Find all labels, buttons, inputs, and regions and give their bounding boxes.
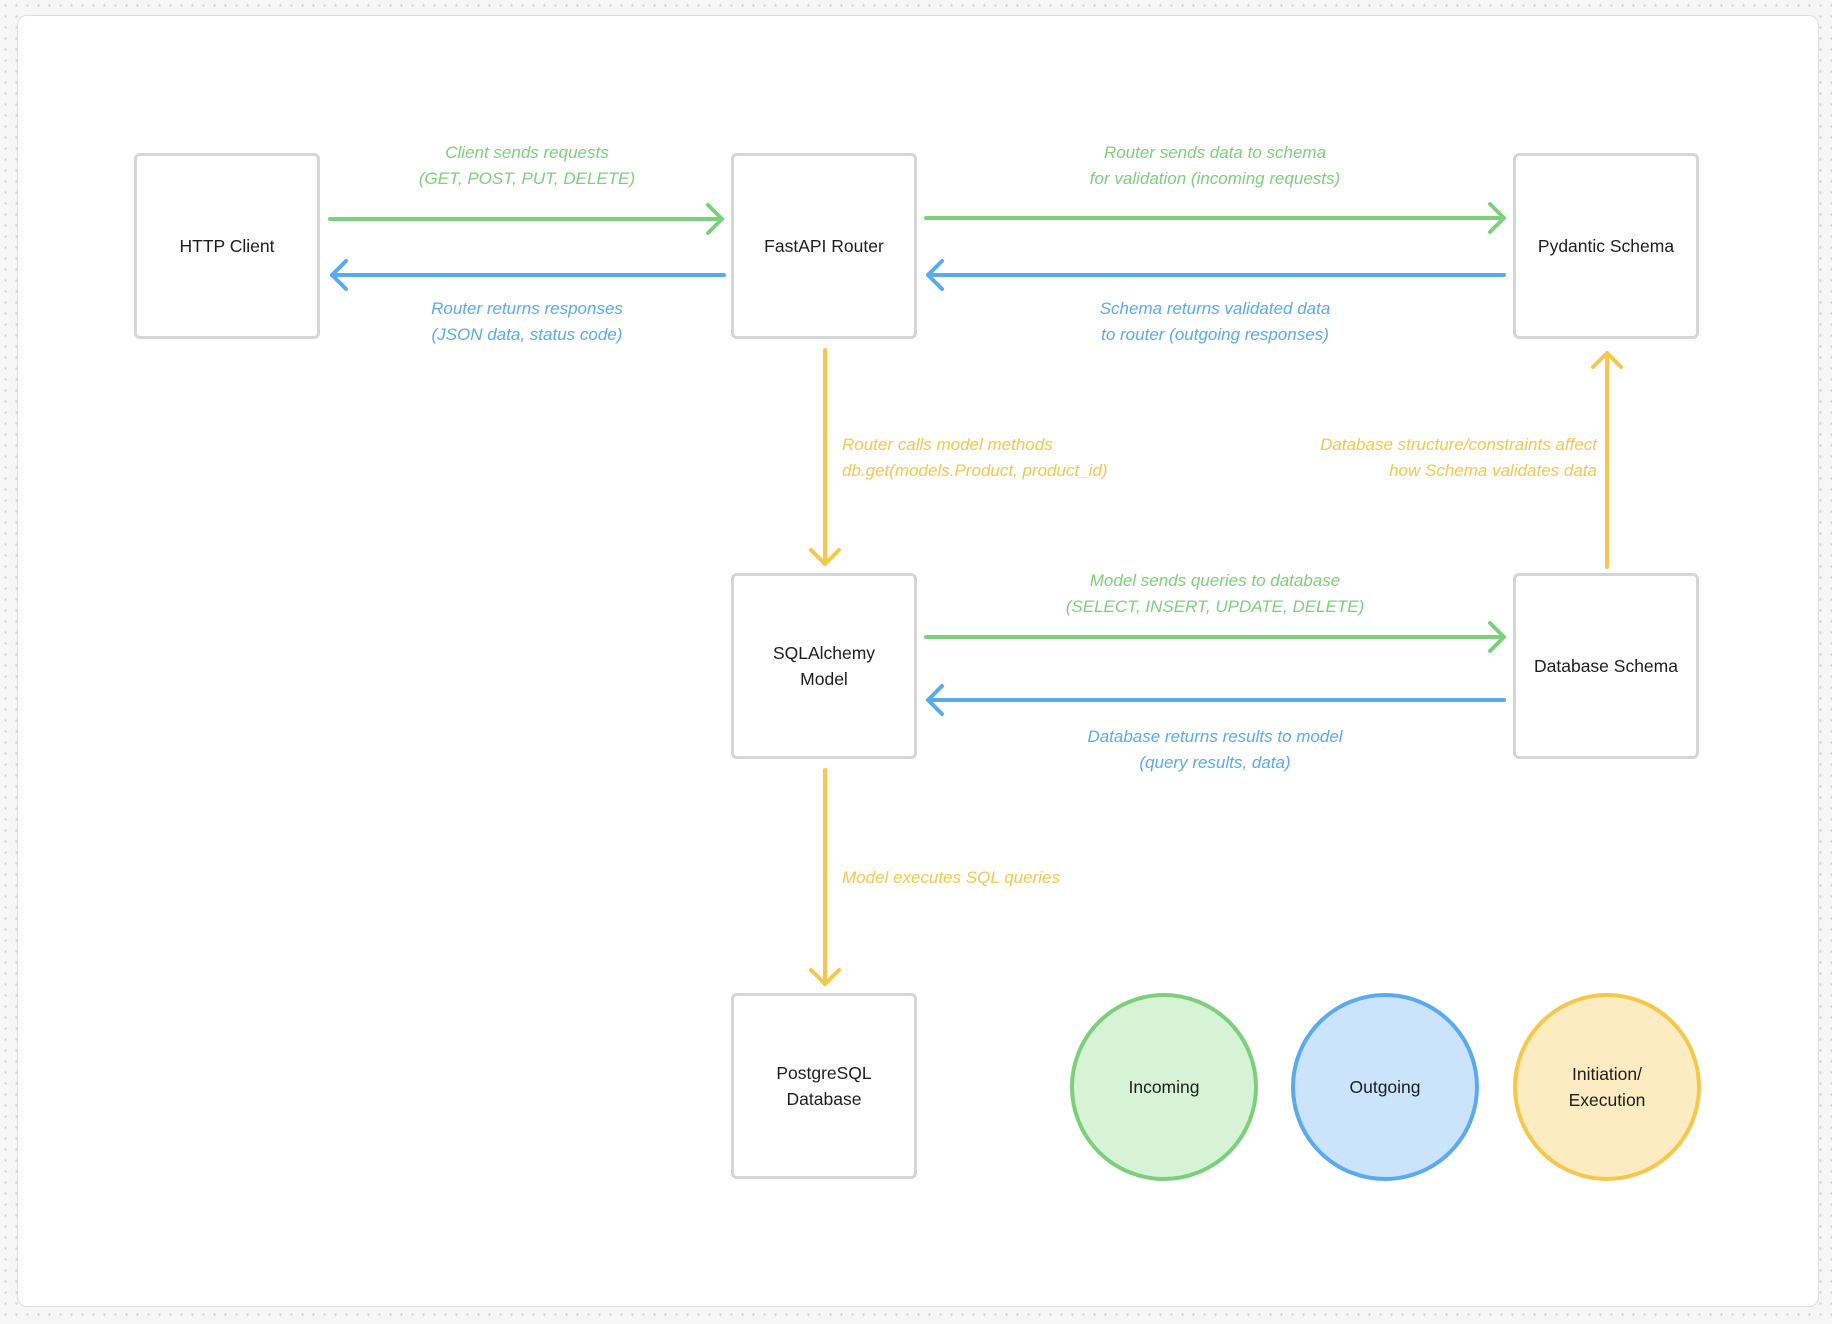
- arrow-pydantic-to-router: [926, 259, 1506, 291]
- label-client-to-router: Client sends requests (GET, POST, PUT, D…: [418, 143, 636, 188]
- node-fastapi-router[interactable]: FastAPI Router: [731, 153, 917, 339]
- node-pydantic-schema[interactable]: Pydantic Schema: [1513, 153, 1699, 339]
- label-dbschema-to-pydantic: Database structure/constraints affect ho…: [1320, 435, 1597, 480]
- arrow-router-to-client: [330, 259, 726, 291]
- arrow-dbschema-to-model: [926, 684, 1506, 716]
- node-http-client[interactable]: HTTP Client: [134, 153, 320, 339]
- label-pydantic-to-router: Schema returns validated data to router …: [1099, 299, 1331, 344]
- arrow-router-to-model: [809, 348, 841, 566]
- label-router-to-client: Router returns responses (JSON data, sta…: [431, 299, 623, 344]
- label-router-to-pydantic: Router sends data to schema for validati…: [1089, 143, 1341, 188]
- node-label: PostgreSQL Database: [776, 1063, 872, 1109]
- node-label: Pydantic Schema: [1537, 236, 1675, 256]
- arrow-client-to-router: [328, 203, 724, 235]
- node-label: SQLAlchemy Model: [772, 643, 876, 689]
- node-postgresql-database[interactable]: PostgreSQL Database: [731, 993, 917, 1179]
- label-router-to-model: Router calls model methods db.get(models…: [842, 435, 1108, 480]
- node-label: Database Schema: [1534, 656, 1678, 676]
- legend-incoming: Incoming: [1070, 993, 1258, 1181]
- legend-execution: Initiation/ Execution: [1513, 993, 1701, 1181]
- legend-outgoing: Outgoing: [1291, 993, 1479, 1181]
- node-database-schema[interactable]: Database Schema: [1513, 573, 1699, 759]
- label-model-to-dbschema: Model sends queries to database (SELECT,…: [1065, 571, 1365, 616]
- arrow-router-to-pydantic: [924, 202, 1506, 234]
- label-model-to-postgres: Model executes SQL queries: [842, 868, 1060, 887]
- node-label: HTTP Client: [179, 236, 275, 256]
- node-label: FastAPI Router: [764, 236, 884, 256]
- node-sqlalchemy-model[interactable]: SQLAlchemy Model: [731, 573, 917, 759]
- label-dbschema-to-model: Database returns results to model (query…: [1087, 727, 1343, 772]
- arrow-dbschema-to-pydantic: [1591, 351, 1623, 569]
- arrow-model-to-postgres: [809, 768, 841, 986]
- arrow-model-to-dbschema: [924, 621, 1506, 653]
